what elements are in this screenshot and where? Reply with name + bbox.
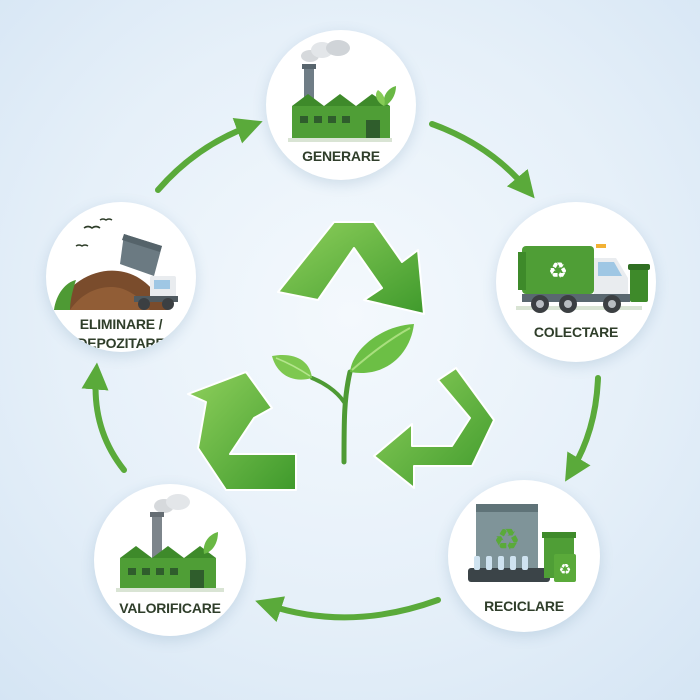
node-valorificare: VALORIFICARE xyxy=(94,484,246,636)
arrow-eliminare-to-generare xyxy=(155,118,263,193)
arrow-generare-to-colectare xyxy=(429,121,535,199)
node-generare: GENERARE xyxy=(266,30,416,180)
node-reciclare: ♻ ♻ RECICLARE xyxy=(448,480,600,632)
node-eliminare-label-line1: ELIMINARE / xyxy=(79,316,163,332)
recycle-arrow-right xyxy=(373,367,495,489)
arrow-colectare-to-reciclare xyxy=(565,375,601,482)
node-eliminare: ELIMINARE / DEPOZITARE xyxy=(46,202,196,352)
recycle-arrow-top xyxy=(277,221,425,315)
node-reciclare-label: RECICLARE xyxy=(484,598,564,614)
node-generare-label: GENERARE xyxy=(302,148,380,164)
arrow-reciclare-to-valorificare xyxy=(255,596,441,623)
factory-plant-icon xyxy=(288,40,396,142)
recycle-arrow-left xyxy=(187,371,297,491)
landfill-dump-truck-icon xyxy=(54,218,178,310)
svg-text:♻: ♻ xyxy=(494,523,521,558)
node-eliminare-label-line2: DEPOZITARE xyxy=(77,335,165,351)
arrow-valorificare-to-eliminare xyxy=(81,362,127,473)
node-valorificare-label: VALORIFICARE xyxy=(119,600,221,616)
svg-text:♻: ♻ xyxy=(548,259,568,284)
svg-text:♻: ♻ xyxy=(559,562,572,578)
node-colectare-label: COLECTARE xyxy=(533,324,619,340)
green-factory-icon xyxy=(116,494,224,592)
node-colectare: ♻ COLECTARE xyxy=(496,202,656,362)
recycling-plant-icon: ♻ ♻ xyxy=(468,504,576,582)
garbage-truck-icon: ♻ xyxy=(516,244,650,313)
